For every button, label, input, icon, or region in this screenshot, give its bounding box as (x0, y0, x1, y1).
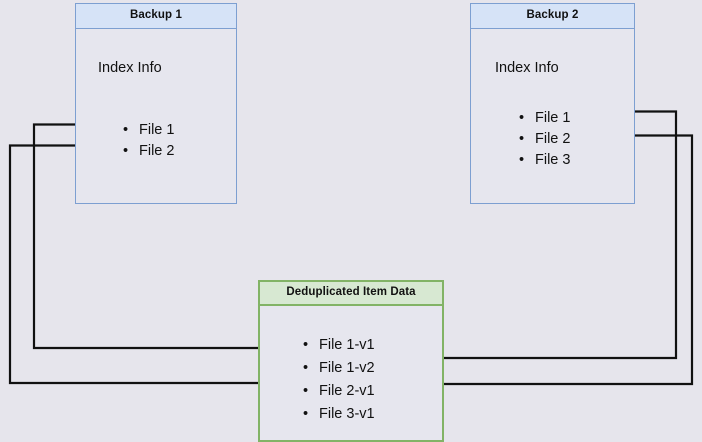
list-item[interactable]: File 2-v1 (303, 380, 375, 403)
list-item[interactable]: File 2 (519, 129, 570, 150)
backup-1-index-info-label: Index Info (98, 59, 162, 76)
backup-1-file-list: File 1 File 2 (123, 120, 174, 162)
backup-2-box[interactable]: Backup 2 Index Info File 1 File 2 File 3 (470, 3, 635, 204)
backup-2-title: Backup 2 (471, 4, 634, 29)
list-item[interactable]: File 3 (519, 150, 570, 171)
deduplicated-item-data-title: Deduplicated Item Data (260, 282, 442, 306)
backup-2-index-info-label: Index Info (495, 59, 559, 76)
backup-1-title: Backup 1 (76, 4, 236, 29)
deduplicated-item-list: File 1-v1 File 1-v2 File 2-v1 File 3-v1 (303, 334, 375, 426)
list-item[interactable]: File 1 (519, 108, 570, 129)
list-item[interactable]: File 1-v1 (303, 334, 375, 357)
list-item[interactable]: File 2 (123, 141, 174, 162)
backup-1-box[interactable]: Backup 1 Index Info File 1 File 2 (75, 3, 237, 204)
backup-1-body: Index Info File 1 File 2 (76, 29, 236, 205)
list-item[interactable]: File 1-v2 (303, 357, 375, 380)
list-item[interactable]: File 3-v1 (303, 403, 375, 426)
backup-2-file-list: File 1 File 2 File 3 (519, 108, 570, 171)
list-item[interactable]: File 1 (123, 120, 174, 141)
backup-2-body: Index Info File 1 File 2 File 3 (471, 29, 634, 205)
deduplicated-item-data-box[interactable]: Deduplicated Item Data File 1-v1 File 1-… (258, 280, 444, 442)
deduplicated-item-data-body: File 1-v1 File 1-v2 File 2-v1 File 3-v1 (260, 306, 442, 442)
